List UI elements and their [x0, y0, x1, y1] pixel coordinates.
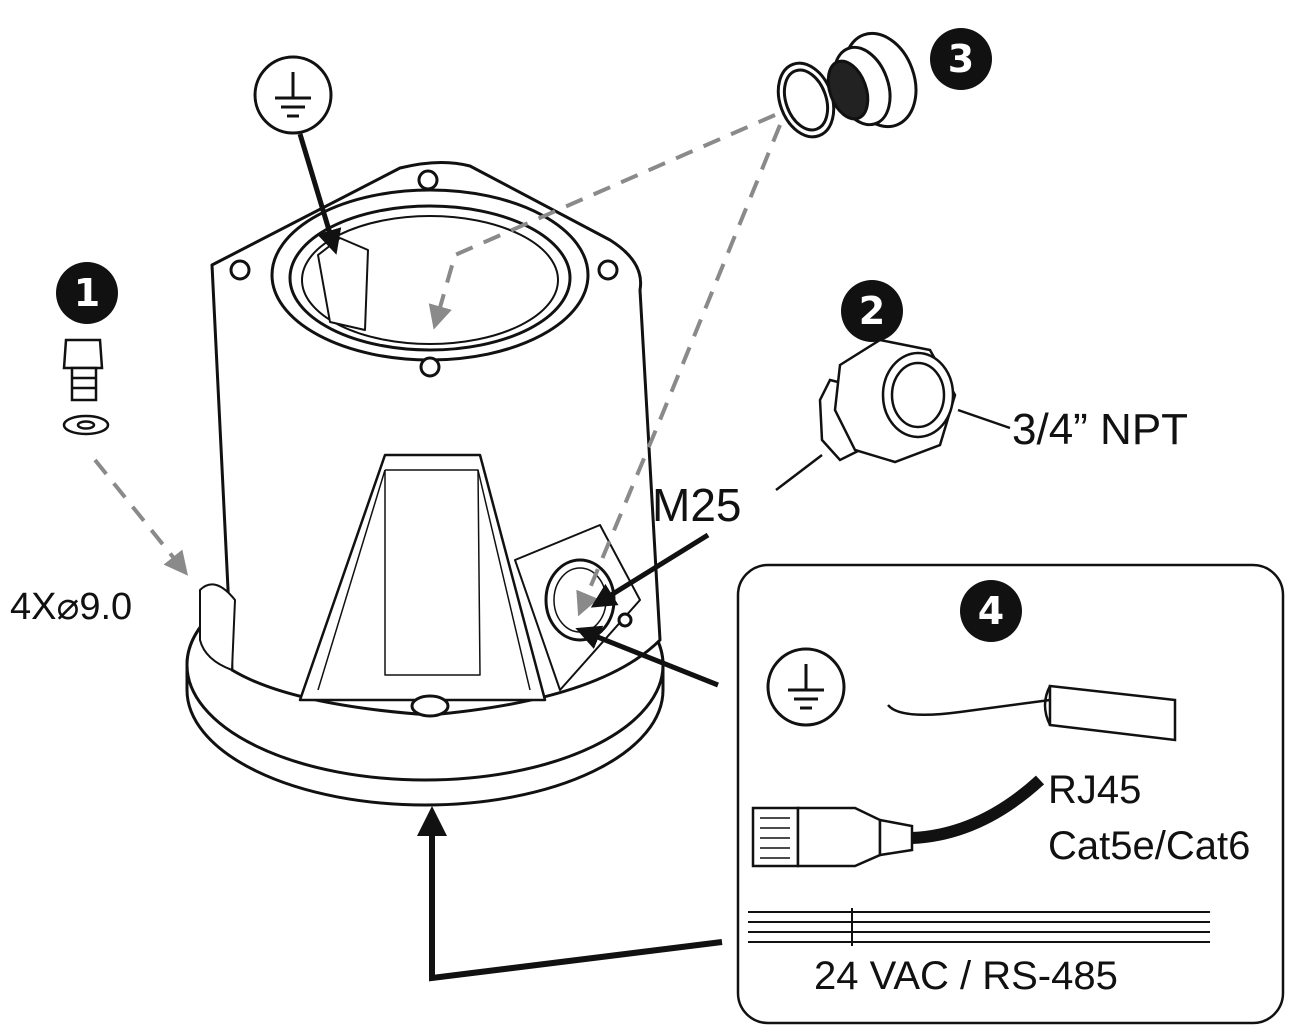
mount-housing — [185, 160, 665, 807]
front-recess — [298, 453, 547, 702]
ethernet-cable-label: Cat5e/Cat6 — [1048, 824, 1251, 868]
badge-3: 3 — [930, 28, 992, 90]
m25-pointer — [590, 532, 710, 608]
wiring-return-arrow — [417, 806, 723, 982]
ground-symbol-icon — [766, 647, 846, 727]
bolt-washer-icon — [62, 338, 110, 436]
wiring-panel — [736, 563, 1285, 1025]
ground-pointer — [297, 133, 342, 255]
cable-entry-label: M25 — [652, 479, 742, 531]
ethernet-plug-icon — [751, 775, 1045, 868]
plug-dashed-arrow-top — [428, 113, 776, 330]
badge-4: 4 — [960, 580, 1022, 642]
bolt-holes-label: 4X⌀9.0 — [10, 586, 133, 628]
power-wires-label: 24 VAC / RS-485 — [814, 954, 1118, 998]
conduit-thread-label: 3/4” NPT — [1012, 405, 1189, 454]
power-wires — [748, 908, 1210, 946]
top-hole — [419, 356, 441, 378]
cable-pointer — [575, 625, 719, 688]
top-hole — [417, 169, 439, 191]
badge-1: 1 — [56, 262, 118, 324]
bolt-dashed-arrow — [93, 458, 189, 576]
ground-symbol-icon — [253, 55, 333, 135]
plug-oring-icon — [776, 31, 918, 139]
top-hole — [597, 259, 619, 281]
top-hole — [229, 259, 251, 281]
badge-2: 2 — [841, 280, 903, 342]
plug-dashed-arrow-side — [576, 124, 782, 617]
conduit-fitting-icon — [818, 338, 957, 464]
ground-wire — [887, 684, 1177, 742]
ethernet-connector-label: RJ45 — [1048, 768, 1142, 812]
